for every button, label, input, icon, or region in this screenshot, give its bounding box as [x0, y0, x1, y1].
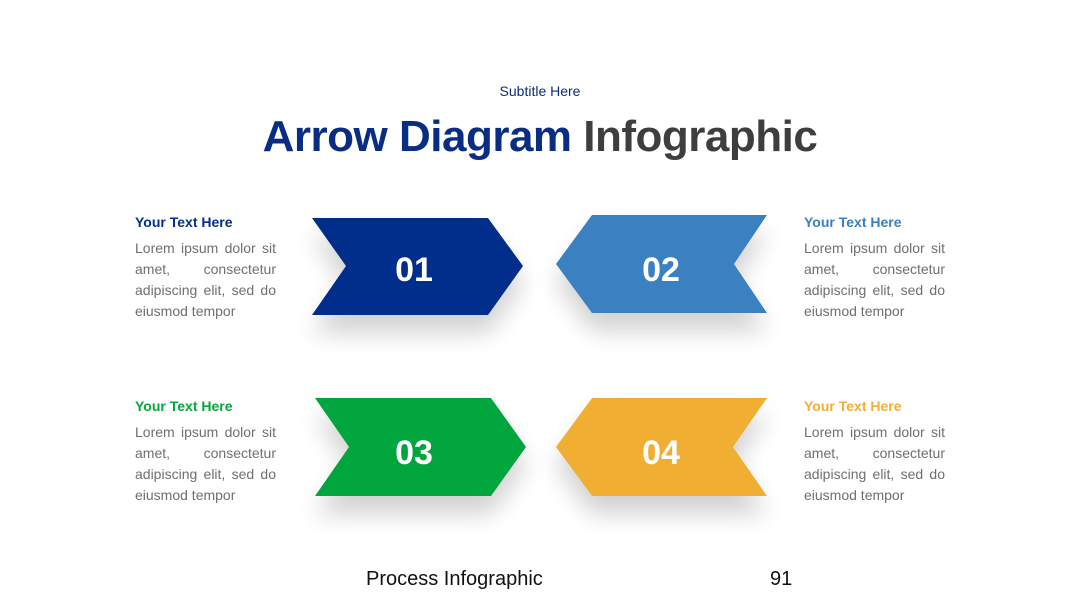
step-3-heading: Your Text Here — [135, 398, 233, 414]
step-2-text-block: Your Text Here Lorem ipsum dolor sit ame… — [804, 214, 945, 322]
subtitle: Subtitle Here — [499, 83, 581, 99]
page-number: 91 — [770, 568, 793, 590]
footer-label: Process Infographic — [366, 568, 543, 590]
step-4-heading: Your Text Here — [804, 398, 902, 414]
step-4-text-block: Your Text Here Lorem ipsum dolor sit ame… — [804, 398, 945, 506]
page-title: Arrow Diagram Infographic — [0, 112, 1080, 162]
title-part-2: Infographic — [583, 112, 818, 161]
step-3-body: Lorem ipsum dolor sit amet, consectetur … — [135, 424, 276, 503]
step-2-arrow: 02 — [556, 215, 767, 313]
step-1-number: 01 — [395, 251, 433, 289]
step-3-number: 03 — [395, 434, 433, 472]
step-1-text-block: Your Text Here Lorem ipsum dolor sit ame… — [135, 214, 276, 322]
step-4-arrow: 04 — [556, 398, 767, 496]
step-4-number: 04 — [642, 434, 680, 472]
step-1-heading: Your Text Here — [135, 214, 233, 230]
step-3-text-block: Your Text Here Lorem ipsum dolor sit ame… — [135, 398, 276, 506]
step-1-arrow: 01 — [312, 218, 523, 315]
step-2-number: 02 — [642, 251, 680, 289]
step-3-arrow: 03 — [315, 398, 526, 496]
step-2-heading: Your Text Here — [804, 214, 902, 230]
title-part-1: Arrow Diagram — [262, 112, 572, 161]
step-1-body: Lorem ipsum dolor sit amet, consectetur … — [135, 240, 276, 319]
step-4-body: Lorem ipsum dolor sit amet, consectetur … — [804, 424, 945, 503]
step-2-body: Lorem ipsum dolor sit amet, consectetur … — [804, 240, 945, 319]
